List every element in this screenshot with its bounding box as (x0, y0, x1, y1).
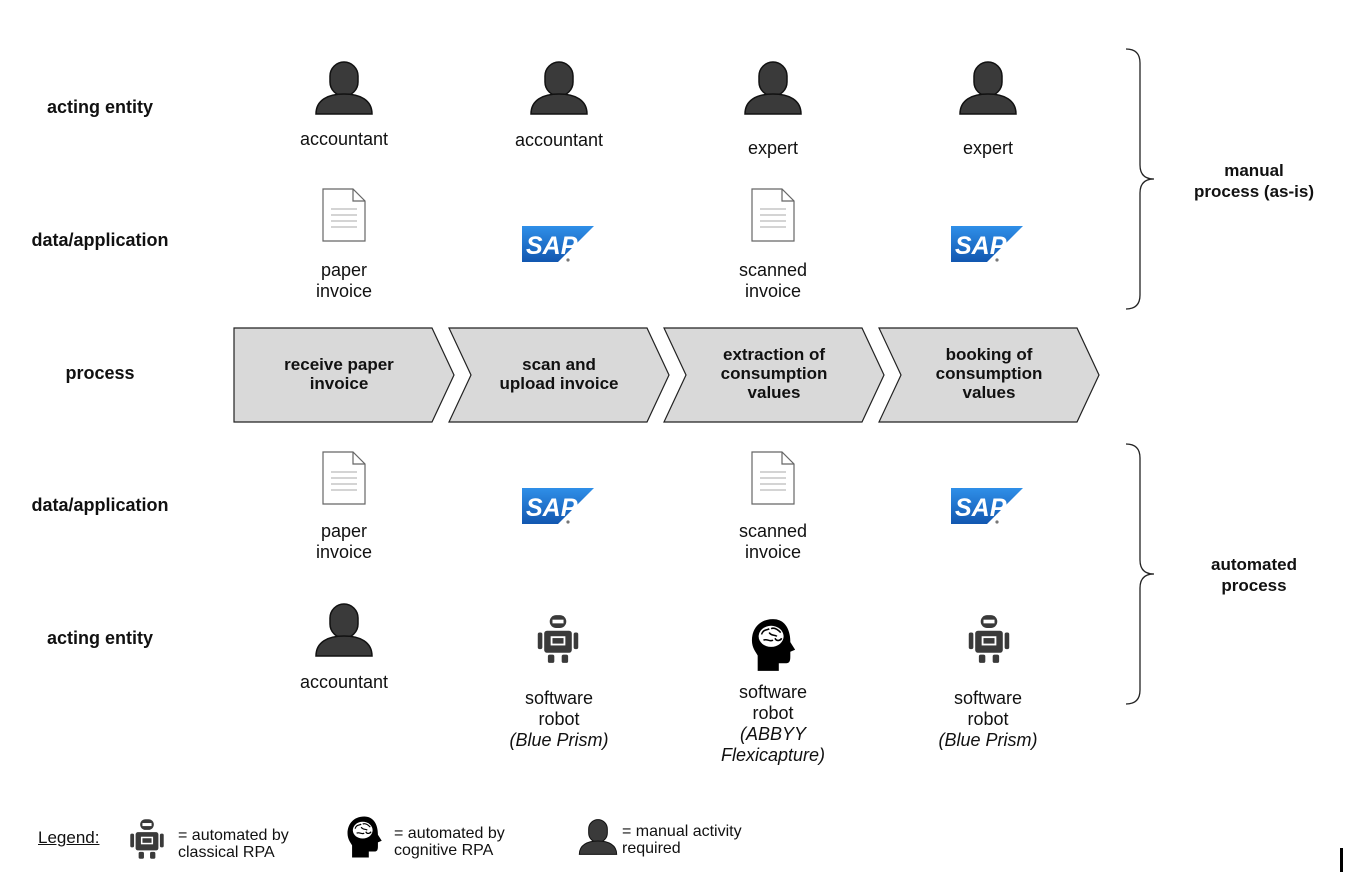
robot-icon (535, 612, 581, 666)
sap-logo-text: SAP (526, 232, 578, 260)
brain-head-icon (346, 814, 384, 860)
automated-actor-2: software robot(Blue Prism) (469, 688, 649, 751)
automated-data-3: scanned invoice (738, 521, 808, 562)
legend-classical-rpa: = automated by classical RPA (178, 827, 289, 861)
row-label-data-application-manual: data/application (31, 230, 169, 250)
manual-data-1: paper invoice (315, 260, 373, 301)
sap-logo-text: SAP (955, 494, 1007, 522)
robot-icon (128, 816, 166, 862)
manual-process-label: manual process (as-is) (1194, 161, 1314, 201)
automated-actor-2-label: software robot (524, 688, 594, 729)
process-step-3: extraction of consumption values (720, 345, 828, 402)
sap-logo-icon: SAP (522, 488, 594, 524)
automated-data-1: paper invoice (315, 521, 373, 562)
row-label-acting-entity-automated: acting entity (46, 628, 153, 648)
document-icon (750, 187, 796, 243)
sap-logo-icon: SAP (951, 488, 1023, 524)
automated-actor-4-label: software robot (953, 688, 1023, 729)
brain-head-icon (750, 617, 798, 673)
manual-data-3: scanned invoice (738, 260, 808, 301)
automated-actor-4-tool: (Blue Prism) (938, 730, 1038, 750)
robot-icon (966, 612, 1012, 666)
process-chevrons-overlay (230, 325, 1105, 425)
automated-actor-3: software robot(ABBYY Flexicapture) (683, 682, 863, 766)
row-label-acting-entity-manual: acting entity (46, 97, 153, 117)
automated-actor-1: accountant (299, 672, 389, 692)
legend-title: Legend: (38, 828, 100, 847)
manual-actor-2: accountant (514, 130, 604, 150)
person-icon (958, 60, 1018, 116)
sap-logo-icon: SAP (951, 226, 1023, 262)
automated-actor-3-label: software robot (738, 682, 808, 723)
document-icon (321, 450, 367, 506)
sap-logo-icon: SAP (522, 226, 594, 262)
manual-brace (1125, 48, 1155, 310)
manual-actor-1: accountant (299, 129, 389, 149)
legend-manual-activity: = manual activity required (622, 823, 742, 857)
automated-actor-3-tool: (ABBYY Flexicapture) (720, 724, 826, 765)
legend-cognitive-rpa: = automated by cognitive RPA (394, 825, 505, 859)
person-icon (314, 60, 374, 116)
person-icon (743, 60, 803, 116)
process-step-1: receive paper invoice (284, 355, 394, 393)
text-cursor (1340, 848, 1343, 872)
automated-actor-4: software robot(Blue Prism) (898, 688, 1078, 751)
sap-logo-text: SAP (955, 232, 1007, 260)
document-icon (750, 450, 796, 506)
person-icon (314, 602, 374, 658)
automated-actor-2-tool: (Blue Prism) (509, 730, 609, 750)
document-icon (321, 187, 367, 243)
process-step-2: scan and upload invoice (499, 355, 619, 393)
row-label-process: process (65, 363, 135, 383)
automated-process-label: automated process (1211, 555, 1297, 595)
manual-actor-4: expert (962, 138, 1014, 158)
manual-actor-3: expert (747, 138, 799, 158)
row-label-data-application-automated: data/application (31, 495, 169, 515)
automated-brace (1125, 443, 1155, 705)
person-icon (578, 818, 618, 856)
process-step-4: booking of consumption values (935, 345, 1043, 402)
sap-logo-text: SAP (526, 494, 578, 522)
person-icon (529, 60, 589, 116)
